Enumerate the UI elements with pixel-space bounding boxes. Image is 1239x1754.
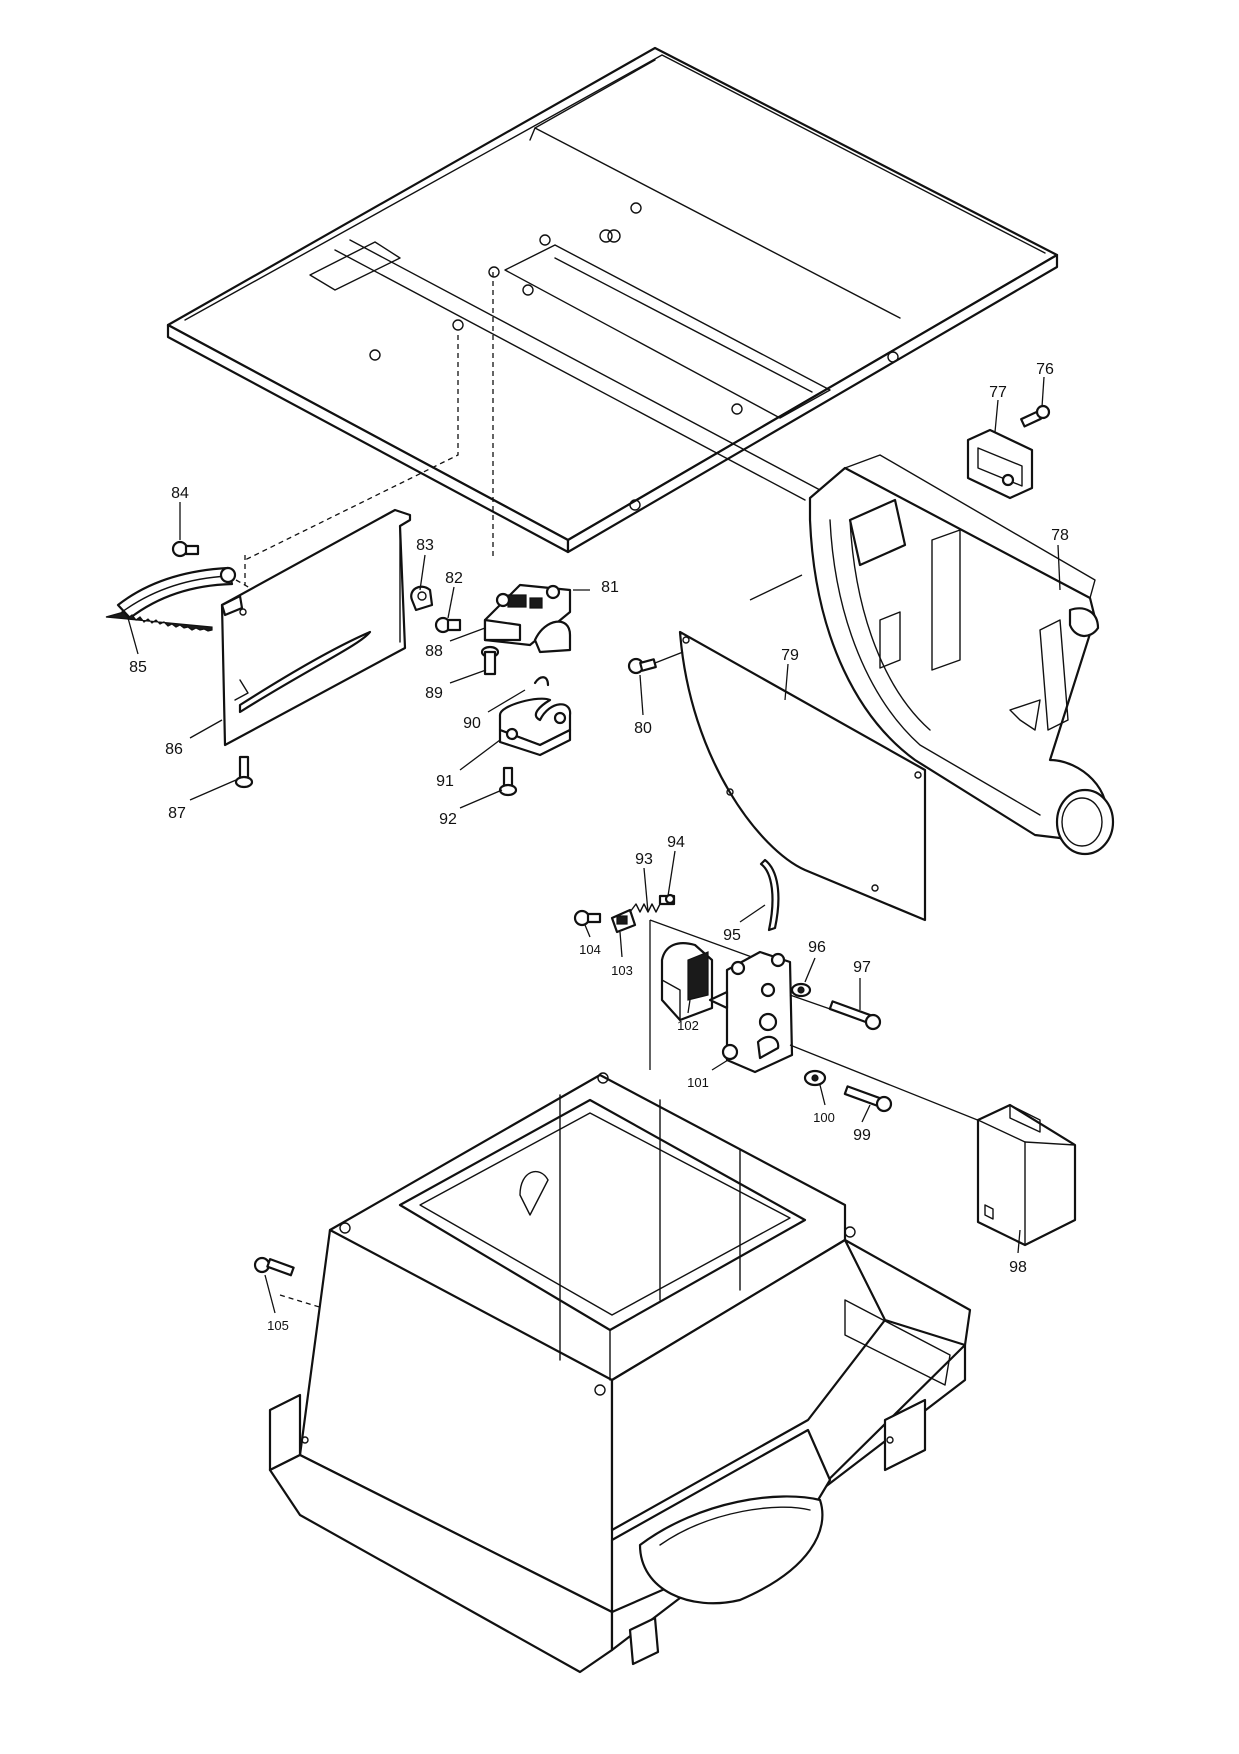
callout-84: 84	[171, 485, 189, 502]
blade-guard-78	[808, 454, 1115, 856]
callout-92: 92	[439, 811, 457, 828]
callout-87: 87	[168, 805, 186, 822]
callout-85: 85	[129, 659, 147, 676]
spring-93	[629, 903, 661, 913]
screw-89	[480, 645, 500, 676]
callout-76: 76	[1036, 361, 1054, 378]
blade-gauge-85	[105, 566, 237, 632]
callout-89: 89	[425, 685, 443, 702]
callout-95: 95	[723, 927, 741, 944]
switch-cover-98	[976, 1103, 1077, 1247]
switch-box-101	[708, 950, 794, 1074]
callout-99: 99	[853, 1127, 871, 1144]
callout-79: 79	[781, 647, 799, 664]
leader-lines	[127, 376, 1061, 1314]
callout-96: 96	[808, 939, 826, 956]
callout-88: 88	[425, 643, 443, 660]
fence-plate-86	[220, 508, 412, 747]
callout-78: 78	[1051, 527, 1069, 544]
callout-97: 97	[853, 959, 871, 976]
screw-87	[234, 755, 254, 789]
screw-84	[171, 540, 200, 558]
callout-91: 91	[436, 773, 454, 790]
callout-86: 86	[165, 741, 183, 758]
cover-plate-79	[678, 630, 927, 922]
screw-76	[1020, 404, 1051, 428]
callout-101: 101	[687, 1075, 709, 1090]
callout-102: 102	[677, 1018, 699, 1033]
callout-77: 77	[989, 384, 1007, 401]
callout-94: 94	[667, 834, 685, 851]
screw-105	[253, 1256, 295, 1277]
bracket-91	[498, 676, 572, 757]
screw-99	[843, 1085, 893, 1113]
callout-104: 104	[579, 942, 601, 957]
callout-105: 105	[267, 1318, 289, 1333]
screw-80	[627, 657, 657, 675]
callout-labels: 76 77 78 79 80 81 82 83 84 85 86 87 88 8…	[129, 361, 1069, 1333]
screw-97	[828, 1000, 882, 1031]
base-cabinet	[268, 1072, 972, 1674]
callout-100: 100	[813, 1110, 835, 1125]
screw-82	[434, 616, 462, 634]
trunnion-81	[483, 583, 572, 654]
clip-83	[410, 585, 434, 612]
callout-93: 93	[635, 851, 653, 868]
table-top	[166, 46, 1059, 554]
callout-90: 90	[463, 715, 481, 732]
pin-94	[658, 893, 676, 906]
callout-81: 81	[601, 579, 619, 596]
nut-100	[803, 1069, 827, 1087]
switch-cap-95	[759, 858, 780, 932]
switch-102	[660, 942, 714, 1022]
callout-80: 80	[634, 720, 652, 737]
screw-92	[498, 766, 518, 797]
nut-96	[790, 982, 812, 998]
callout-98: 98	[1009, 1259, 1027, 1276]
bracket-77	[966, 428, 1034, 500]
callout-83: 83	[416, 537, 434, 554]
callout-103: 103	[611, 963, 633, 978]
callout-82: 82	[445, 570, 463, 587]
switch-screw-104	[573, 909, 602, 927]
switch-lever-103	[610, 908, 637, 934]
